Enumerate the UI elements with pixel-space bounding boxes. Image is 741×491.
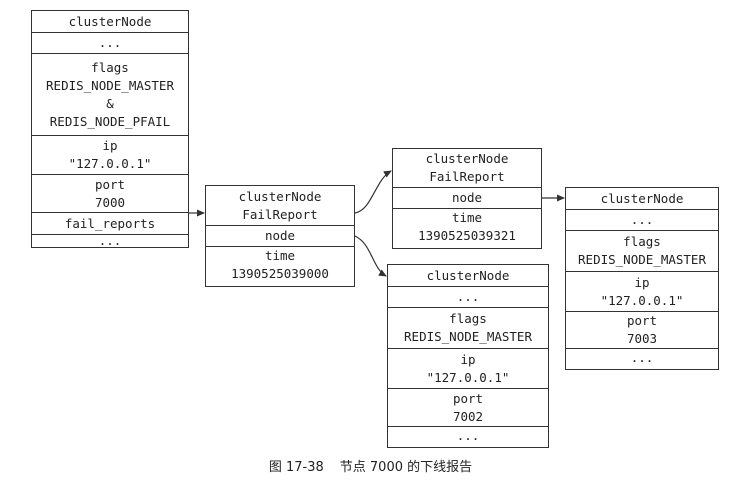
flag-pfail: REDIS_NODE_PFAIL [49, 113, 171, 129]
node-7002-type-cell: clusterNode [388, 265, 548, 287]
arrow-report-a-node-to-node-7002 [354, 235, 387, 277]
node-7003-flags-cell: flags REDIS_NODE_MASTER [566, 231, 718, 272]
figure-caption: 图 17-38 节点 7000 的下线报告 [0, 456, 741, 475]
report-b-node-cell: node [393, 188, 541, 209]
ip-label: ip [634, 274, 650, 290]
ellipsis-text: ... [98, 35, 122, 50]
node-7002-ellipsis-bottom: ... [388, 427, 548, 445]
flag-master: REDIS_NODE_MASTER [46, 77, 174, 93]
port-label: port [452, 390, 484, 406]
cluster-node-7002: clusterNode ... flags REDIS_NODE_MASTER … [387, 264, 549, 448]
arrow-report-a-to-report-b [354, 170, 392, 214]
report-a-time-label: time [264, 248, 296, 263]
ip-label: ip [460, 351, 476, 367]
cluster-node-7003: clusterNode ... flags REDIS_NODE_MASTER … [565, 187, 719, 370]
flags-label: flags [623, 234, 661, 249]
fail-report-a: clusterNode FailReport node time 1390525… [205, 185, 355, 287]
ip-value: "127.0.0.1" [68, 156, 152, 171]
node-7003-type-cell: clusterNode [566, 188, 718, 210]
report-b-time-value: 1390525039321 [418, 228, 516, 243]
node-7000-type: clusterNode [68, 13, 152, 29]
report-a-node-label: node [264, 228, 296, 243]
flags-label: flags [449, 311, 487, 326]
ellipsis-text: ... [630, 212, 654, 227]
report-a-node-cell: node [206, 226, 354, 247]
node-7000-port-cell: port 7000 [32, 175, 188, 213]
ellipsis-text: ... [456, 289, 480, 304]
node-7003-port-cell: port 7003 [566, 312, 718, 349]
port-value: 7000 [94, 194, 126, 210]
port-label: port [94, 176, 126, 192]
ellipsis-text: ... [98, 232, 122, 248]
node-7002-type: clusterNode [426, 267, 510, 283]
report-a-time-cell: time 1390525039000 [206, 247, 354, 283]
report-a-type-line2: FailReport [242, 206, 318, 222]
node-7000-ellipsis-top: ... [32, 33, 188, 54]
node-7002-ip-cell: ip "127.0.0.1" [388, 349, 548, 389]
fail-reports-label: fail_reports [64, 215, 156, 231]
report-a-time-value: 1390525039000 [231, 266, 329, 281]
node-7000-ip-cell: ip "127.0.0.1" [32, 136, 188, 175]
node-7003-type: clusterNode [600, 190, 684, 206]
port-value: 7002 [452, 408, 484, 424]
ellipsis-text: ... [456, 428, 480, 443]
figure-title: 节点 7000 的下线报告 [339, 460, 473, 475]
report-b-type-cell: clusterNode FailReport [393, 149, 541, 188]
node-7002-port-cell: port 7002 [388, 389, 548, 427]
node-7000-flags-cell: flags REDIS_NODE_MASTER & REDIS_NODE_PFA… [32, 54, 188, 136]
ellipsis-text: ... [630, 350, 654, 365]
ip-value: "127.0.0.1" [600, 292, 684, 308]
figure-number: 图 17-38 [268, 460, 324, 475]
node-7000-type-cell: clusterNode [32, 11, 188, 33]
report-b-time-cell: time 1390525039321 [393, 209, 541, 245]
port-label: port [626, 313, 658, 328]
ip-label: ip [102, 138, 118, 153]
report-b-type-line1: clusterNode [425, 151, 509, 166]
report-a-type-cell: clusterNode FailReport [206, 186, 354, 226]
report-b-type-line2: FailReport [429, 169, 505, 184]
node-7003-ellipsis-top: ... [566, 210, 718, 231]
node-7000-fail-reports-cell: fail_reports [32, 213, 188, 235]
cluster-node-7000: clusterNode ... flags REDIS_NODE_MASTER … [31, 10, 189, 248]
node-7002-ellipsis-top: ... [388, 287, 548, 308]
port-value: 7003 [626, 331, 658, 346]
report-b-time-label: time [451, 210, 483, 225]
node-7002-flags-cell: flags REDIS_NODE_MASTER [388, 308, 548, 349]
flags-label: flags [91, 59, 129, 75]
node-7003-ip-cell: ip "127.0.0.1" [566, 272, 718, 312]
report-a-type-line1: clusterNode [238, 188, 322, 204]
flag-master: REDIS_NODE_MASTER [578, 252, 706, 267]
node-7003-ellipsis-bottom: ... [566, 349, 718, 367]
fail-report-b: clusterNode FailReport node time 1390525… [392, 148, 542, 249]
flag-master: REDIS_NODE_MASTER [404, 329, 532, 344]
report-b-node-label: node [451, 190, 483, 205]
ip-value: "127.0.0.1" [426, 369, 510, 385]
node-7000-ellipsis-bottom: ... [32, 233, 188, 248]
flag-and: & [106, 95, 114, 111]
